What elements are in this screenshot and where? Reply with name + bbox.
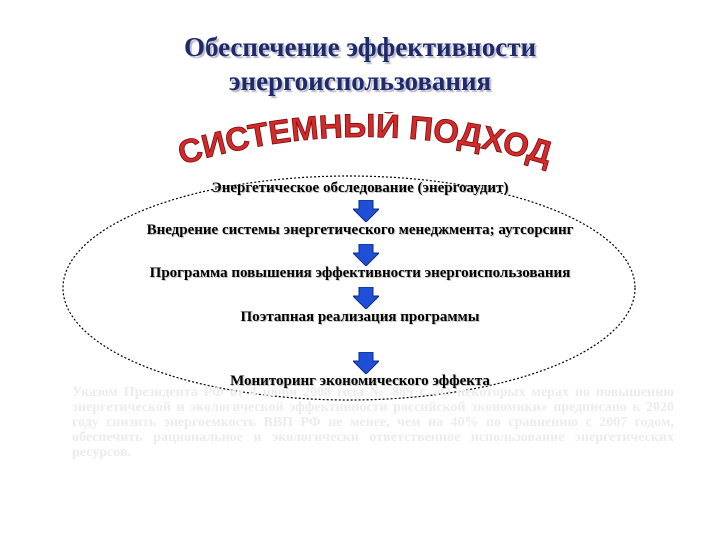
step-monitoring: Мониторинг экономического эффекта xyxy=(0,373,720,390)
step-2-label: Внедрение системы энергетического менедж… xyxy=(146,222,574,238)
slide-title: Обеспечение эффективности энергоиспользо… xyxy=(0,30,720,98)
step-5-label: Мониторинг экономического эффекта xyxy=(230,373,490,389)
step-4-label: Поэтапная реализация программы xyxy=(240,309,480,325)
step-energy-audit: Энергетическое обследование (энергоаудит… xyxy=(0,180,720,197)
down-arrow-icon xyxy=(353,287,379,309)
process-ellipse xyxy=(62,175,636,401)
down-arrow-icon xyxy=(353,200,379,222)
step-phased-implementation: Поэтапная реализация программы xyxy=(0,309,720,326)
wordart-heading: СИСТЕМНЫЙ ПОДХОД xyxy=(173,112,557,172)
wordart-text: СИСТЕМНЫЙ ПОДХОД xyxy=(174,112,557,172)
step-3-label: Программа повышения эффективности энерго… xyxy=(149,265,571,281)
step-energy-management: Внедрение системы энергетического менедж… xyxy=(0,222,720,239)
background-note: Указом Президента РФ от 4 июня 2008 года… xyxy=(72,385,674,460)
title-line-1: Обеспечение эффективности xyxy=(183,32,537,62)
step-1-label: Энергетическое обследование (энергоаудит… xyxy=(211,180,509,196)
down-arrow-icon xyxy=(353,352,379,374)
title-line-2: энергоиспользования xyxy=(228,66,492,96)
down-arrow-icon xyxy=(353,244,379,266)
step-efficiency-program: Программа повышения эффективности энерго… xyxy=(0,265,720,282)
